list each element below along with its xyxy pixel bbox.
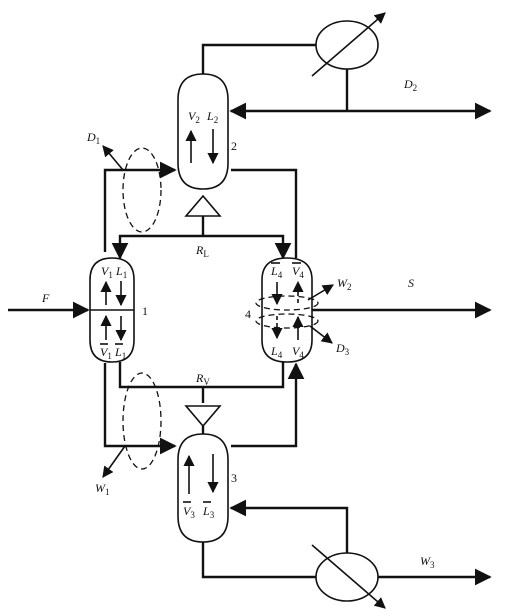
column-2-liquid-label: L2 (206, 109, 218, 125)
W1-arrow (102, 445, 126, 478)
column-4-bot-v-label: V4 (292, 344, 304, 360)
column-3-right-link (231, 362, 305, 448)
W1-label: W1 (95, 481, 110, 497)
W1-boundary (122, 372, 162, 470)
column-3-number: 3 (231, 471, 237, 485)
reboiler-return-line (229, 499, 349, 553)
reboiler-3-slash (311, 544, 386, 609)
reboiler-feed-line (201, 542, 316, 579)
RL-to-column-4 (203, 234, 292, 260)
column-1-bot-v-label: V1 (100, 345, 112, 361)
condenser-2-slash (311, 12, 386, 77)
RL-splitter (184, 194, 222, 217)
RL-label: RL (195, 243, 209, 259)
RL-to-column-1 (111, 234, 203, 260)
column-4-bot-l-label: L4 (270, 344, 283, 360)
RV-from-column-4 (203, 362, 285, 389)
RV-splitter (184, 405, 222, 428)
W3-label: W3 (420, 554, 435, 570)
D3-label: D3 (335, 341, 350, 357)
RV-from-column-1 (118, 362, 203, 389)
D3-arrow (309, 325, 333, 344)
column-2-number: 2 (231, 139, 237, 153)
feed-label: F (41, 291, 50, 305)
column-1-top-v-label: V1 (101, 264, 113, 280)
D2-label: D2 (403, 77, 417, 93)
column-1-bot-l-label: L1 (114, 345, 126, 361)
column-3-vapor-label: V3 (183, 504, 195, 520)
column-4-upper-ring (255, 295, 319, 311)
side-product-label: S (408, 276, 414, 290)
column-4-top-v-label: V4 (292, 264, 304, 280)
D1-arrow (102, 145, 124, 171)
column-2-vapor-label: V2 (188, 109, 200, 125)
column-4-lower-ring (255, 313, 319, 329)
column-3-left-link (103, 363, 177, 455)
W2-label: W2 (337, 276, 352, 292)
column-4-top-l-label: L4 (270, 264, 283, 280)
column-1-number: 1 (142, 304, 148, 318)
column-3-liquid-label: L3 (202, 504, 215, 520)
column-3 (177, 433, 229, 543)
D1-label: D1 (86, 130, 100, 146)
column-2-right-link (231, 168, 298, 258)
condenser-2-vapor-line (201, 43, 316, 74)
D1-boundary (122, 147, 162, 233)
W2-arrow (307, 284, 334, 301)
RV-label: RV (195, 371, 210, 387)
column-2-left-link (103, 161, 177, 252)
column-2 (177, 73, 229, 190)
column-4-number: 4 (245, 307, 251, 321)
column-1-top-l-label: L1 (115, 264, 127, 280)
